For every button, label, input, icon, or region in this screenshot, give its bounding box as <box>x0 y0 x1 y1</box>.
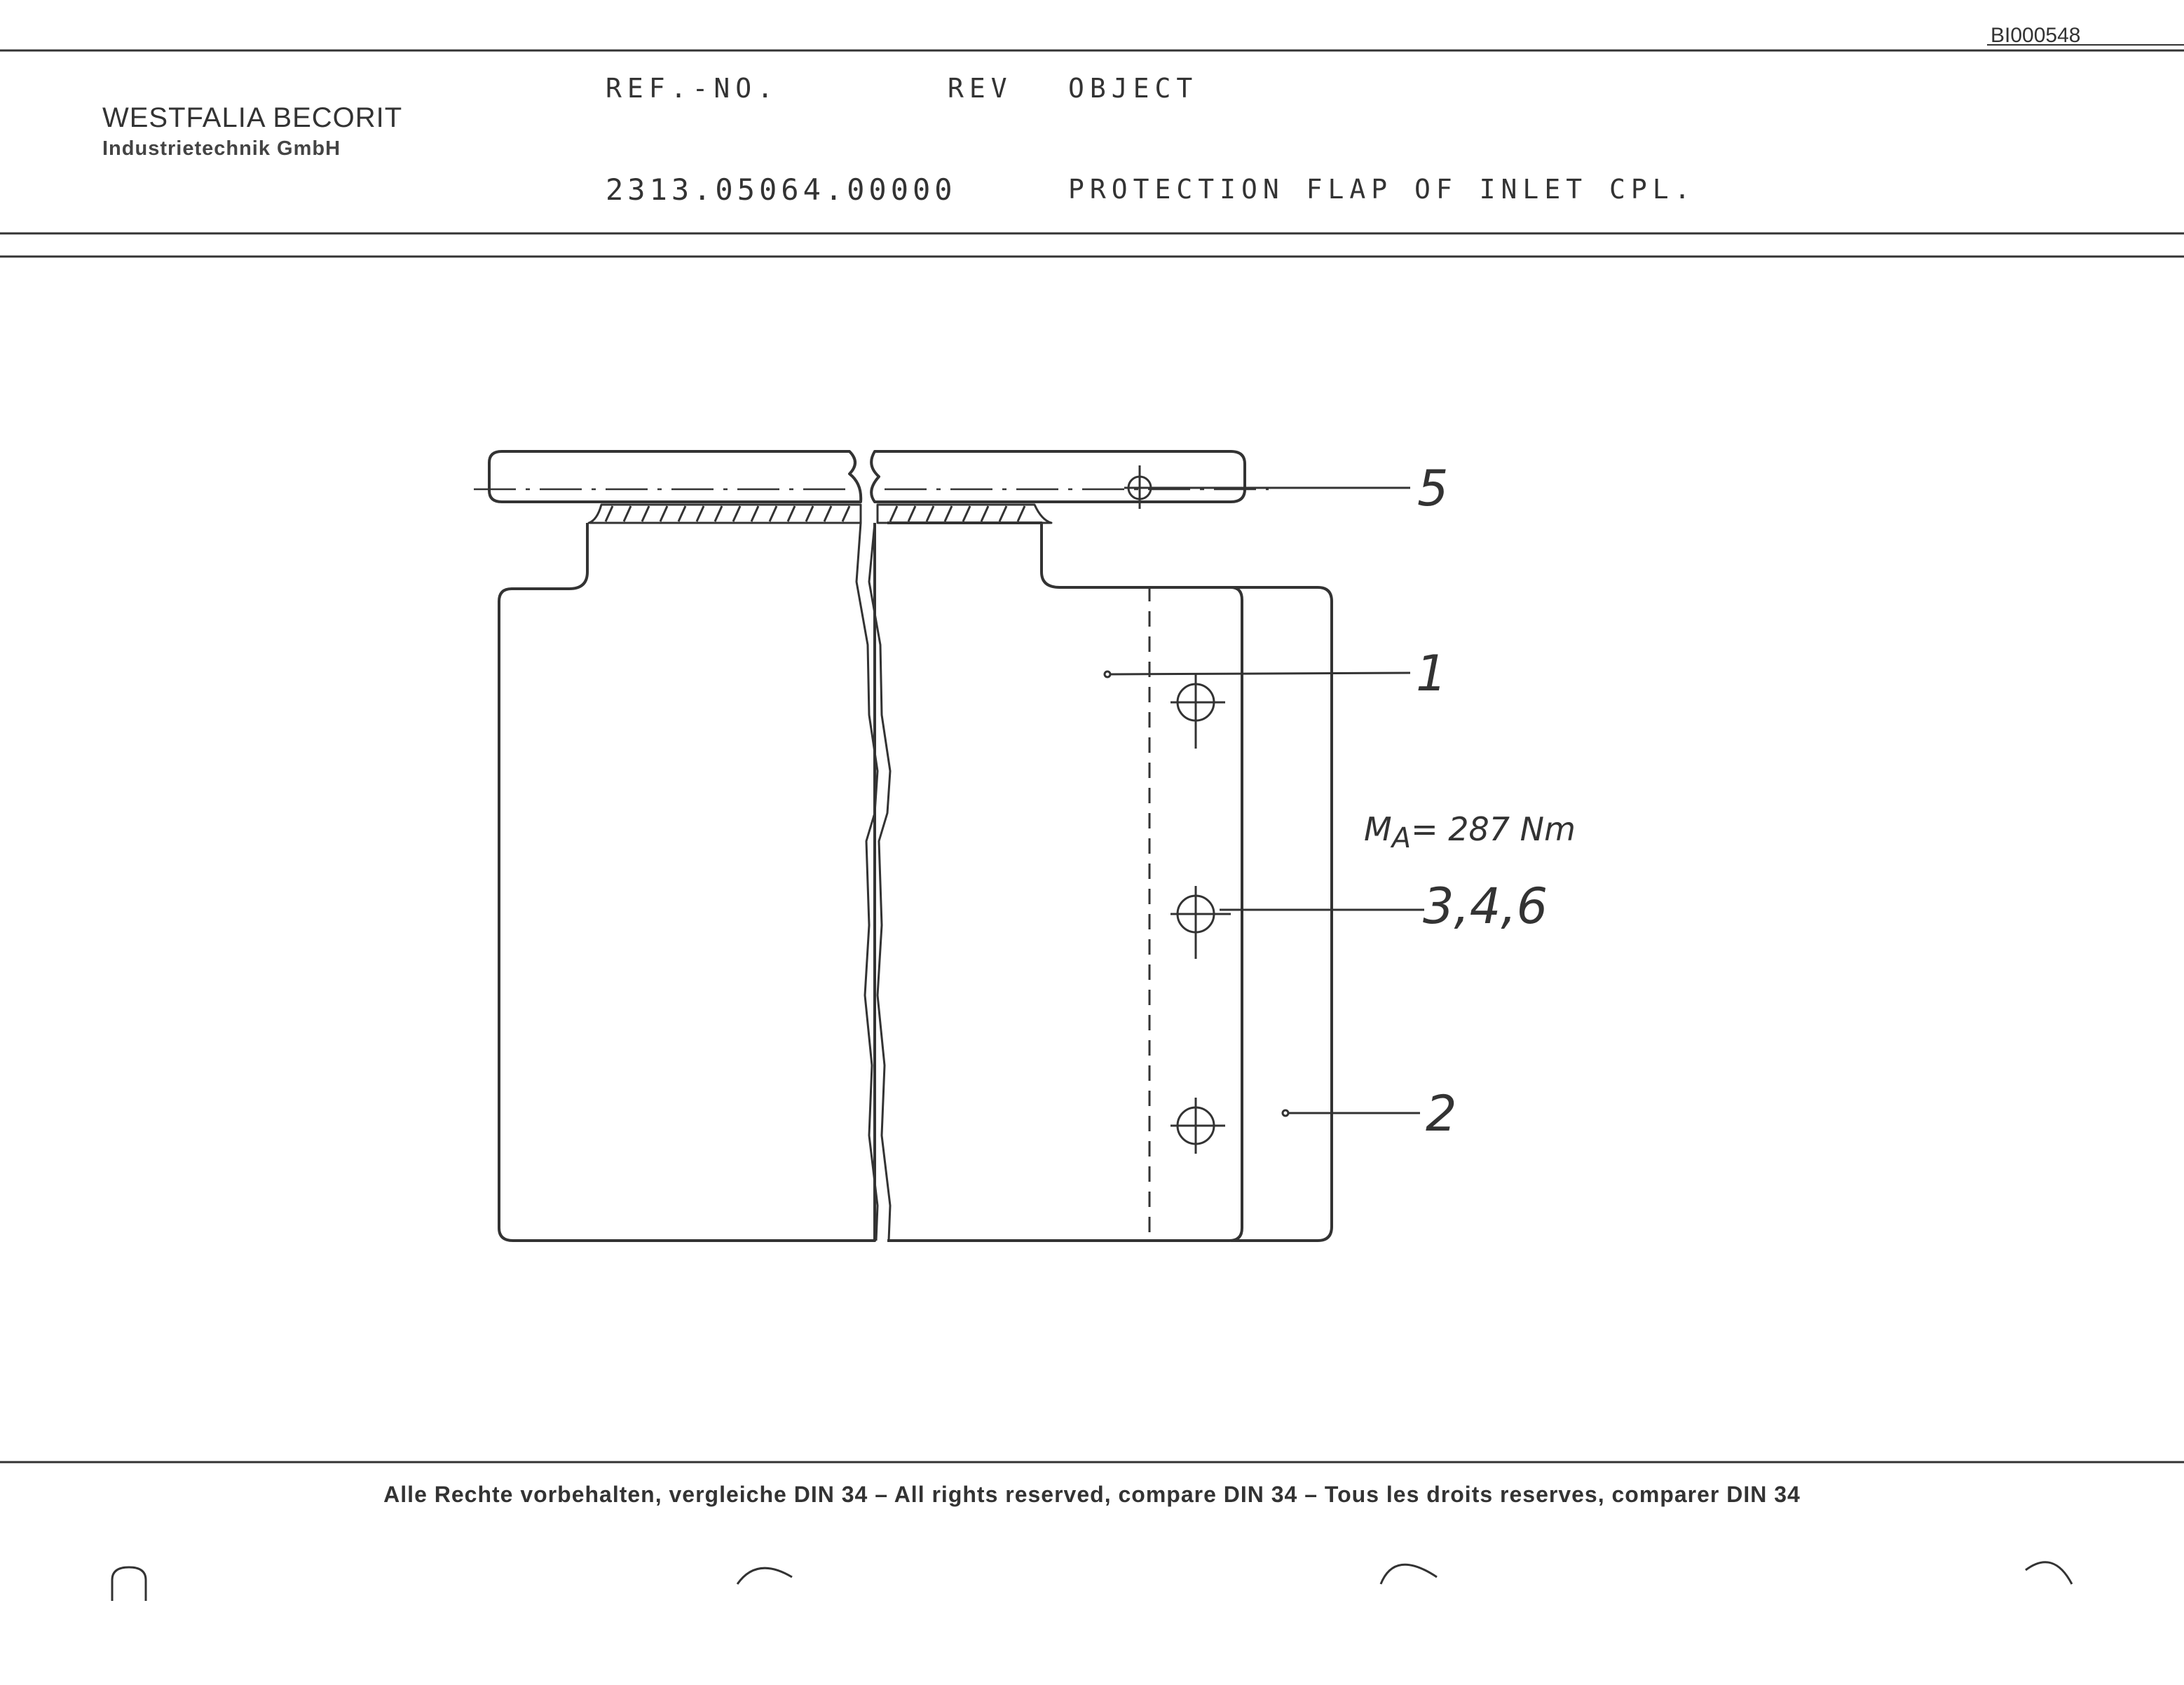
leader-1-dot <box>1103 670 1112 678</box>
rev-label: REV <box>948 73 1013 104</box>
flap-plate-left <box>498 523 876 1242</box>
ref-no-label: REF.-NO. <box>606 73 779 104</box>
document-id: BI000548 <box>1991 24 2081 47</box>
callout-3-4-6: 3,4,6 <box>1423 878 1548 935</box>
sheet-registration-marks <box>111 1561 2073 1601</box>
object-value: PROTECTION FLAP OF INLET CPL. <box>1068 174 1696 205</box>
bolt-hole-middle <box>1171 886 1231 959</box>
title-block-frame <box>0 44 2184 1464</box>
torque-annotation: MA= 287 Nm <box>1364 810 1576 854</box>
weld-seam-right <box>876 503 1053 524</box>
callout-2: 2 <box>1426 1085 1457 1142</box>
registration-mark-right <box>2025 1561 2073 1585</box>
hinge-rod-right <box>870 450 1246 503</box>
rights-notice: Alle Rechte vorbehalten, vergleiche DIN … <box>383 1482 1801 1507</box>
leader-1 <box>1110 671 1411 676</box>
backing-strip <box>1231 586 1333 1242</box>
break-line-right <box>868 522 892 1241</box>
flap-plate-right <box>887 521 1243 1242</box>
registration-mark-center-left <box>736 1567 793 1585</box>
registration-mark-left <box>111 1566 147 1601</box>
registration-mark-center-right <box>1379 1563 1438 1585</box>
object-label: OBJECT <box>1068 73 1199 104</box>
ref-no-value: 2313.05064.00000 <box>606 172 957 207</box>
torque-subscript: A <box>1391 822 1412 855</box>
flap-drawing <box>488 450 1333 1242</box>
bolt-hole-bottom <box>1171 1098 1225 1154</box>
company-subtitle: Industrietechnik GmbH <box>102 137 341 160</box>
company-name: WESTFALIA BECORIT <box>102 102 403 133</box>
leader-lines <box>1103 486 1424 1117</box>
leader-2-dot <box>1281 1109 1290 1117</box>
hinge-rod-left <box>488 450 863 503</box>
break-line-left <box>855 522 879 1241</box>
bolt-holes <box>1124 465 1231 1154</box>
bolt-hole-top <box>1171 674 1225 749</box>
callout-1: 1 <box>1416 645 1447 702</box>
torque-symbol: M <box>1364 810 1392 848</box>
torque-value: = 287 Nm <box>1411 810 1576 848</box>
callout-5: 5 <box>1417 460 1449 517</box>
weld-seam-left <box>587 503 862 524</box>
pin-hole <box>1124 465 1163 509</box>
weld-hatching <box>604 505 1026 522</box>
